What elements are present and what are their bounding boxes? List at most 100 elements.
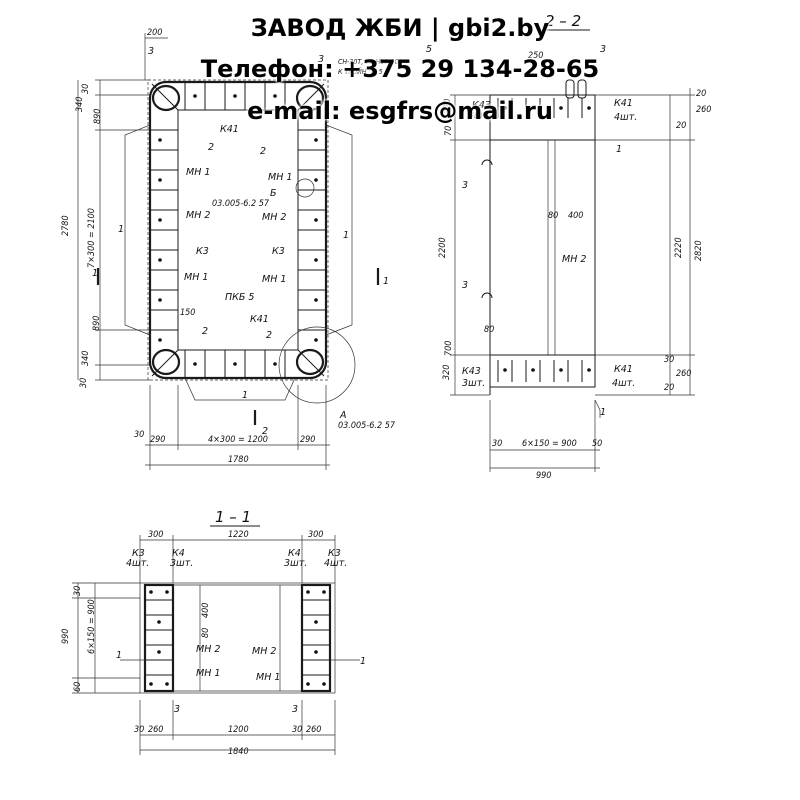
plan-view: 200 30 340 890 2780 7×300 = 2100 890 340… [61, 28, 403, 470]
lbl-pos1bot: 1 [242, 390, 248, 401]
s11-lbl-mn1l: МН 1 [196, 668, 220, 679]
s22-lbl-pos3low: 3 [462, 280, 468, 291]
lbl-b-ref: 03.005-6.2 57 [212, 199, 270, 209]
lbl-mn1d: МН 1 [262, 274, 286, 285]
dim-890b: 890 [92, 316, 102, 331]
lbl-mn1c: МН 1 [184, 272, 208, 283]
s11-dim-bot1840: 1840 [228, 747, 249, 757]
s22-lbl-k43q: 3шт. [468, 110, 491, 121]
lbl-pos3: 3 [148, 46, 154, 57]
node-a-circle [278, 326, 356, 404]
s11-dim-1220: 1220 [228, 530, 249, 540]
s11-dim-bot1200: 1200 [228, 725, 249, 735]
s22-dim-80: 80 [484, 325, 494, 335]
s22-dim-320b: 320 [442, 365, 452, 380]
s11-lbl-k3rq: 4шт. [324, 558, 347, 569]
s22-dim-2820: 2820 [694, 240, 704, 261]
lbl-pos2l: 2 [208, 142, 214, 153]
lbl-cut2b: 2 [262, 426, 268, 437]
s22-dim-2220: 2220 [674, 237, 684, 258]
lbl-a-ref: 03.005-6.2 57 [338, 421, 396, 431]
s11-lbl-pos3l: 3 [174, 704, 180, 715]
s22-dim-700: 700 [444, 341, 454, 356]
lbl-k3a: К3 [196, 246, 209, 257]
node-b-circle [295, 178, 315, 198]
s11-lbl-mn2l: МН 2 [196, 644, 220, 655]
s22-lbl-k43: К43 [472, 100, 491, 111]
lbl-mn1b: МН 1 [268, 172, 292, 183]
s11-dim-400: 400 [201, 603, 211, 618]
lbl-cut1l: 1 [92, 268, 98, 279]
section-1-1: 1 – 1 [61, 508, 366, 757]
s22-lbl-pos3: 3 [600, 44, 606, 55]
dim-200: 200 [147, 28, 162, 38]
s22-dim-bot50: 50 [592, 439, 602, 449]
header-email[interactable]: e-mail: esgfrs@mail.ru [247, 97, 553, 125]
s11-lbl-pos1r: 1 [360, 656, 366, 667]
s22-dim-in80: 80 [548, 211, 558, 221]
lbl-pos1l: 1 [118, 224, 124, 235]
s11-lbl-mn1r: МН 1 [256, 672, 280, 683]
s22-dim-2200: 2200 [438, 237, 448, 258]
s11-lbl-mn2r: МН 2 [252, 646, 276, 657]
s22-dim-70: 70 [444, 126, 454, 136]
dim-30b: 30 [79, 378, 89, 388]
dim-bot-30: 30 [134, 430, 144, 440]
lbl-pkb5: ПКБ 5 [225, 292, 254, 303]
s11-left-wall [143, 583, 175, 693]
s11-dim-bot30l: 30 [134, 725, 144, 735]
header-factory-name: ЗАВОД ЖБИ | gbi2.by [250, 14, 550, 42]
section-2-2: 2 – 2 [426, 12, 711, 481]
plan-inner-opening [177, 109, 299, 351]
s22-dim-bot6x150: 6×150 = 900 [522, 439, 577, 449]
s11-dim-bot260r: 260 [306, 725, 321, 735]
s11-dim-300r: 300 [308, 530, 323, 540]
s22-dim-320: 320 [443, 99, 453, 114]
s22-dim-20a: 20 [696, 89, 706, 99]
lbl-k3b: К3 [272, 246, 285, 257]
section-11-title: 1 – 1 [215, 508, 251, 526]
s22-top-beam [489, 94, 596, 141]
s22-lbl-k41q: 4шт. [614, 112, 637, 123]
s22-dim-260b: 260 [676, 369, 691, 379]
s11-right-wall [300, 583, 332, 693]
s11-lbl-pos1l: 1 [116, 650, 122, 661]
s22-dim-20b: 20 [676, 121, 686, 131]
s11-lbl-k4rq: 3шт. [284, 558, 307, 569]
s22-lbl-pos1b: 1 [600, 407, 606, 418]
s22-lbl-mn2: МН 2 [562, 254, 586, 265]
lbl-pos3r: 3 [318, 54, 324, 65]
lbl-pos1r: 1 [343, 230, 349, 241]
s11-dim-bot30r: 30 [292, 725, 302, 735]
s11-dim-6x150: 6×150 = 900 [87, 599, 97, 654]
lbl-top-note: СН-30Т, 7В Н13-100 [338, 58, 403, 66]
s22-lbl-pos3mid: 3 [462, 180, 468, 191]
s22-dim-250: 250 [528, 51, 543, 61]
s22-lbl-k43bq: 3шт. [462, 378, 485, 389]
s11-dim-60: 60 [73, 682, 83, 692]
s11-dim-990: 990 [61, 629, 71, 644]
lbl-b: Б [270, 188, 277, 199]
lbl-mn2a: МН 2 [186, 210, 210, 221]
s22-lbl-pos5: 5 [426, 44, 432, 55]
lbl-mn2b: МН 2 [262, 212, 286, 223]
lbl-k41: К41 [220, 124, 239, 135]
lbl-pos2bl: 2 [202, 326, 208, 337]
s11-lbl-k4lq: 3шт. [170, 558, 193, 569]
s22-dim-bot30: 30 [492, 439, 502, 449]
s22-lbl-k43b: К43 [462, 366, 481, 377]
lbl-pos2r: 2 [260, 146, 266, 157]
s11-lbl-k3l: К3 [132, 548, 145, 559]
s22-dim-30: 30 [664, 355, 674, 365]
dim-340: 340 [75, 97, 85, 112]
dim-30: 30 [81, 84, 91, 94]
header-phone: Телефон: +375 29 134-28-65 [200, 55, 600, 83]
dim-890: 890 [93, 109, 103, 124]
s22-dim-in400: 400 [568, 211, 583, 221]
lbl-k41b: К41 [250, 314, 269, 325]
dim-bot-4x300: 4×300 = 1200 [208, 435, 268, 445]
lbl-mn1a: МН 1 [186, 167, 210, 178]
s11-lbl-pos3r: 3 [292, 704, 298, 715]
dim-bot-290l: 290 [150, 435, 165, 445]
